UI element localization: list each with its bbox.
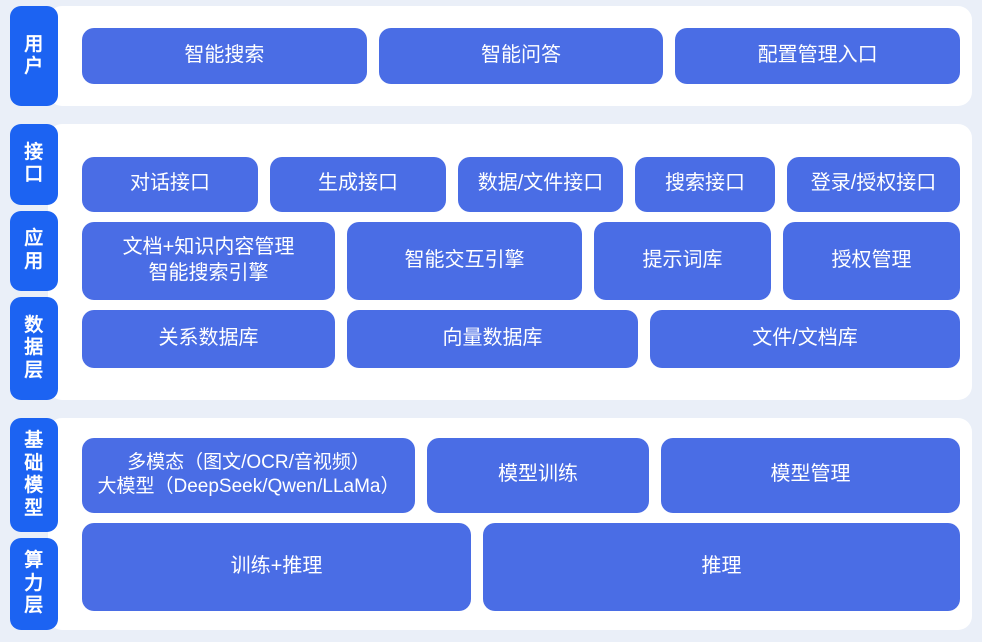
tab-column-platform: 接口 应用 数据层 [10,124,58,400]
block-authorization-management[interactable]: 授权管理 [783,221,960,300]
block-model-management[interactable]: 模型管理 [661,437,960,513]
block-generation-api[interactable]: 生成接口 [270,156,446,212]
block-vector-database[interactable]: 向量数据库 [347,309,638,368]
block-multimodal-large-model[interactable]: 多模态（图文/OCR/音视频） 大模型（DeepSeek/Qwen/LLaMa） [82,437,415,513]
layer-tab-compute-label: 算力层 [24,550,44,617]
section-infrastructure-layers: 基础模型 算力层 多模态（图文/OCR/音视频） 大模型（DeepSeek/Qw… [10,418,972,630]
layer-tab-interface-label: 接口 [24,141,44,186]
row-compute: 训练+推理 推理 [82,522,960,611]
layer-tab-user-label: 用户 [24,33,44,77]
section-user-layer: 用户 智能搜索 智能问答 配置管理入口 [10,6,972,106]
panel-platform-layers: 对话接口 生成接口 数据/文件接口 搜索接口 登录/授权接口 文档+知识内容管理… [48,124,972,400]
block-prompt-library[interactable]: 提示词库 [594,221,771,300]
layer-tab-foundation-model[interactable]: 基础模型 [10,418,58,533]
layer-tab-interface[interactable]: 接口 [10,124,58,205]
block-training-inference[interactable]: 训练+推理 [82,522,471,611]
row-application: 文档+知识内容管理 智能搜索引擎 智能交互引擎 提示词库 授权管理 [82,221,960,300]
block-data-file-api[interactable]: 数据/文件接口 [458,156,623,212]
section-platform-layers: 接口 应用 数据层 对话接口 生成接口 数据/文件接口 搜索接口 登录/授权接口… [10,124,972,400]
block-login-auth-api[interactable]: 登录/授权接口 [787,156,960,212]
panel-user-layer: 智能搜索 智能问答 配置管理入口 [48,6,972,106]
block-dialog-api[interactable]: 对话接口 [82,156,258,212]
panel-infrastructure-layers: 多模态（图文/OCR/音视频） 大模型（DeepSeek/Qwen/LLaMa）… [48,418,972,630]
row-user: 智能搜索 智能问答 配置管理入口 [82,28,961,84]
layer-tab-foundation-model-label: 基础模型 [24,430,44,519]
block-file-document-store[interactable]: 文件/文档库 [650,309,960,368]
block-intelligent-qa[interactable]: 智能问答 [378,28,664,84]
row-foundation-model: 多模态（图文/OCR/音视频） 大模型（DeepSeek/Qwen/LLaMa）… [82,437,960,513]
block-relational-database[interactable]: 关系数据库 [82,309,335,368]
block-inference[interactable]: 推理 [483,522,960,611]
block-intelligent-search[interactable]: 智能搜索 [82,28,367,84]
row-interface: 对话接口 生成接口 数据/文件接口 搜索接口 登录/授权接口 [82,156,960,212]
layer-tab-compute[interactable]: 算力层 [10,538,58,630]
block-model-training[interactable]: 模型训练 [427,437,649,513]
layer-tab-data-label: 数据层 [24,314,44,381]
block-search-api[interactable]: 搜索接口 [635,156,775,212]
row-data: 关系数据库 向量数据库 文件/文档库 [82,309,960,368]
block-doc-knowledge-management[interactable]: 文档+知识内容管理 智能搜索引擎 [82,221,335,300]
block-intelligent-interaction-engine[interactable]: 智能交互引擎 [347,221,582,300]
tab-column-user: 用户 [10,6,58,106]
layer-tab-application[interactable]: 应用 [10,210,58,292]
tab-column-infrastructure: 基础模型 算力层 [10,418,58,630]
layer-tab-user[interactable]: 用户 [10,6,58,106]
block-config-management-entry[interactable]: 配置管理入口 [675,28,961,84]
layer-tab-application-label: 应用 [24,228,44,272]
layer-tab-data[interactable]: 数据层 [10,297,58,400]
